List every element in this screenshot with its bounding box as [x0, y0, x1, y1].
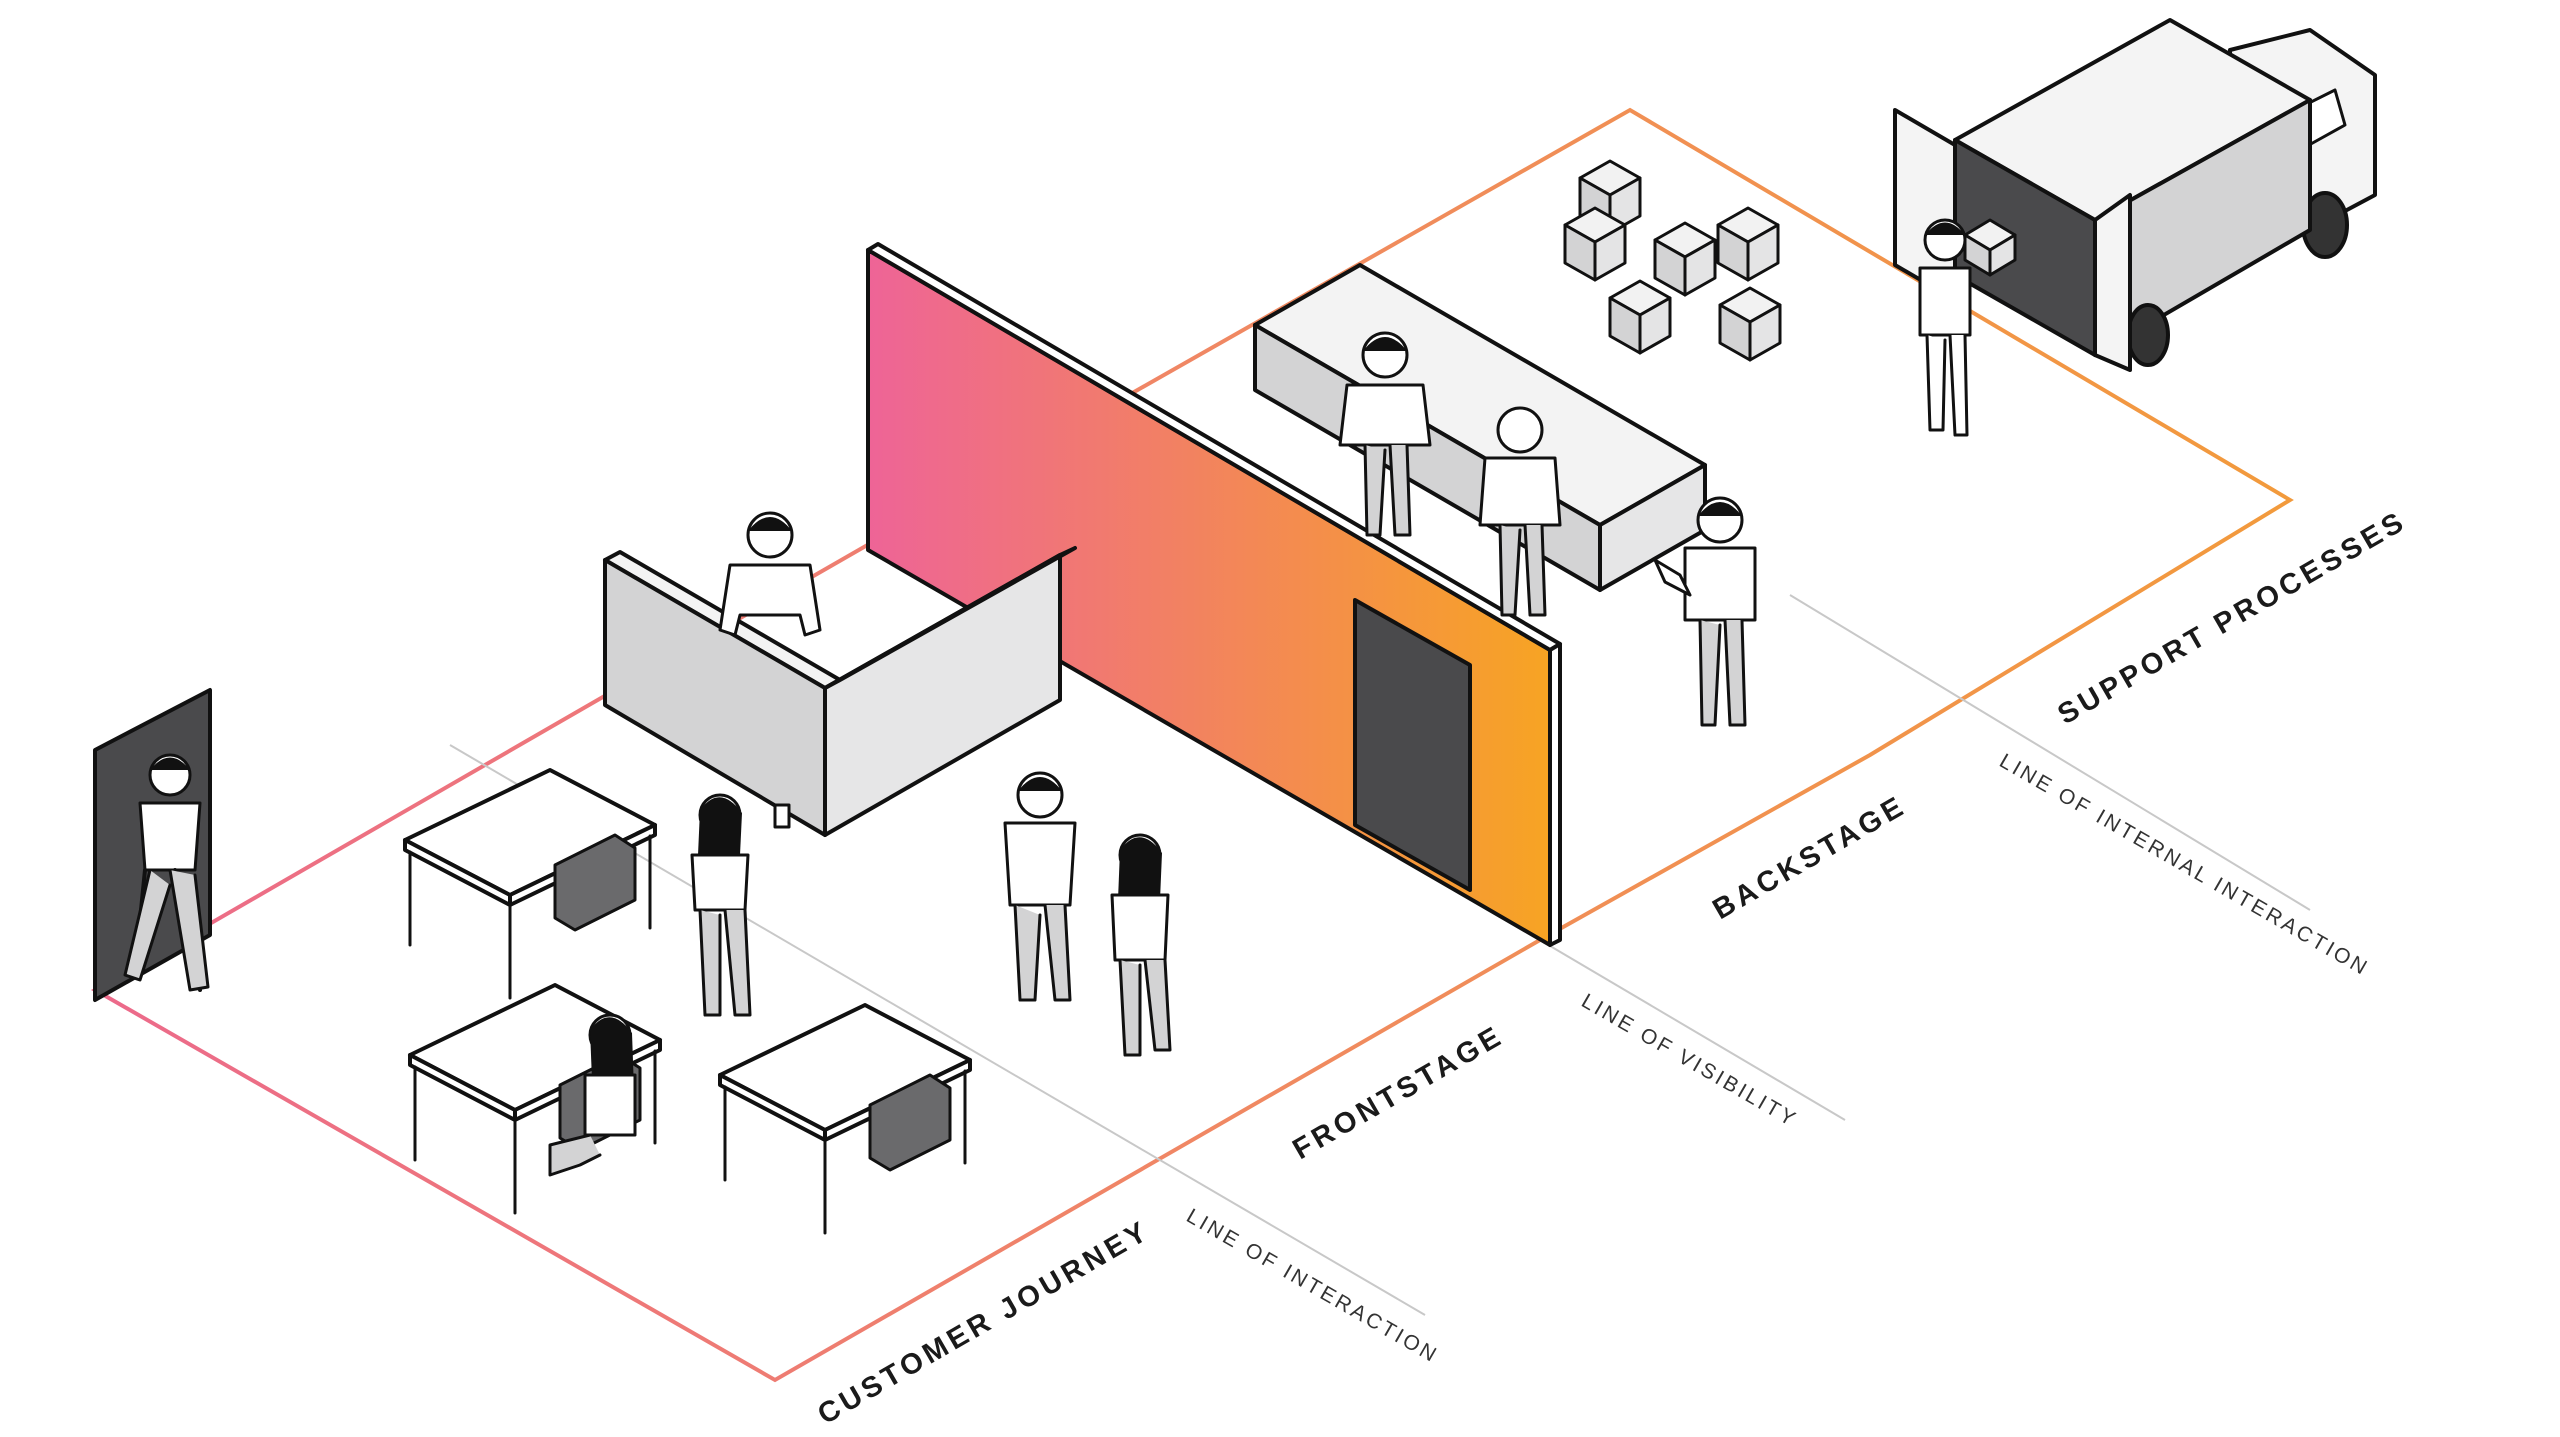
zone-label-frontstage: FRONTSTAGE	[1288, 1020, 1510, 1167]
person-icon	[1918, 218, 1972, 437]
desks-group	[403, 768, 972, 1235]
person-icon	[548, 1013, 637, 1177]
box-icon	[1718, 286, 1782, 362]
box-icon	[1608, 279, 1672, 355]
box-icon	[1716, 206, 1780, 282]
boxes-cluster	[1563, 159, 1782, 362]
line-label-visibility: LINE OF VISIBILITY	[1578, 989, 1802, 1132]
back-door	[1353, 598, 1472, 892]
person-icon	[1003, 771, 1077, 1002]
desk-icon	[718, 1003, 972, 1235]
gradient-wall-icon	[866, 242, 1562, 947]
line-of-visibility-rule	[1539, 939, 1846, 1121]
zone-label-backstage: BACKSTAGE	[1708, 790, 1912, 926]
person-icon	[1653, 496, 1757, 727]
line-label-internal-interaction: LINE OF INTERNAL INTERACTION	[1996, 749, 2374, 980]
people-group	[123, 218, 1972, 1177]
delivery-truck-icon	[1893, 18, 2377, 372]
line-label-interaction: LINE OF INTERACTION	[1183, 1204, 1443, 1367]
zone-label-support-processes: SUPPORT PROCESSES	[2053, 505, 2413, 731]
counter-icon	[603, 546, 1077, 837]
zone-label-customer-journey: CUSTOMER JOURNEY	[813, 1215, 1156, 1432]
box-icon	[1563, 206, 1627, 282]
person-icon	[1338, 331, 1432, 537]
box-icon	[1653, 221, 1717, 297]
person-icon	[1478, 406, 1562, 617]
person-icon	[123, 753, 210, 992]
desk-icon	[403, 768, 657, 1000]
line-of-internal-interaction-rule	[1789, 594, 2311, 911]
person-icon	[690, 793, 791, 1017]
person-icon	[718, 511, 822, 637]
person-icon	[1110, 833, 1172, 1057]
